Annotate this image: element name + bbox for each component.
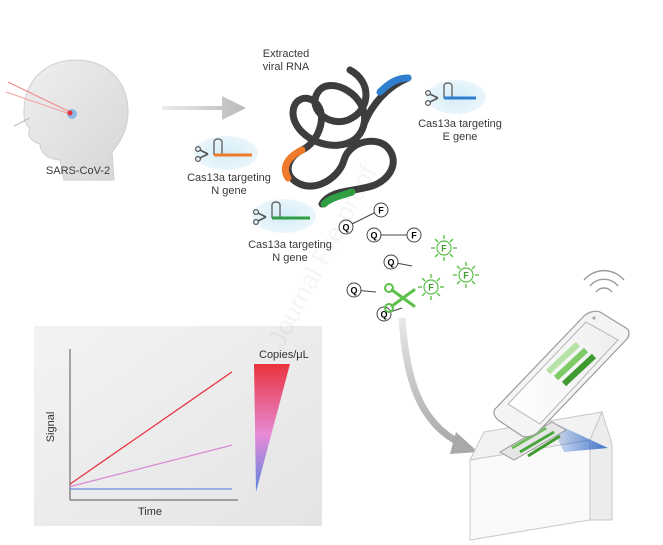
chart-background — [34, 326, 322, 526]
quencher-label: Q — [370, 231, 377, 241]
fluorophore-glow — [431, 235, 457, 261]
chart-series-group — [69, 371, 233, 490]
process-arrow-right — [162, 96, 246, 120]
cas13a-n-gene-label-1-line2: N gene — [211, 185, 247, 197]
fluorophore-glow — [453, 262, 479, 288]
cas13a-e-gene-icon — [425, 80, 486, 114]
viral-rna-strand — [281, 66, 412, 208]
fluorophore-label: F — [428, 283, 434, 293]
chart-series-line-2 — [69, 444, 233, 488]
fluorophore-label: F — [378, 206, 384, 216]
quencher-label: Q — [387, 258, 394, 268]
cas13a-e-gene-label-line1: Cas13a targeting — [418, 118, 502, 130]
legend-title: Copies/μL — [259, 349, 309, 361]
extracted-rna-label: Extracted viral RNA — [250, 48, 322, 74]
cas13a-n-gene-label-1: Cas13a targeting N gene — [177, 172, 281, 198]
copies-gradient-legend — [254, 364, 290, 492]
cas13a-e-gene-label: Cas13a targeting E gene — [408, 118, 512, 144]
cas13a-n-gene-label-2-line2: N gene — [272, 252, 308, 264]
quencher-label: Q — [342, 223, 349, 233]
cas13a-e-gene-label-line2: E gene — [442, 131, 478, 143]
cas13a-n-gene-orange-icon — [194, 136, 258, 170]
sars-cov2-label: SARS-CoV-2 — [45, 165, 111, 177]
quencher-label: Q — [380, 310, 387, 320]
process-arrow-down — [398, 317, 478, 454]
signal-time-chart: Copies/μL Time Signal — [34, 326, 322, 526]
extracted-rna-label-line1: Extracted — [262, 48, 310, 60]
reporter-probe-intact: Q F — [338, 202, 389, 235]
wireless-signal-icon — [583, 269, 625, 293]
cas13a-n-gene-green-icon — [252, 199, 316, 233]
cas13a-n-gene-label-2: Cas13a targeting N gene — [238, 239, 342, 265]
reporter-probe-cleaved: Q F — [383, 235, 457, 270]
reporter-probe-cleaved: Q F — [346, 262, 479, 298]
fluorophore-label: F — [463, 271, 469, 281]
quencher-label: Q — [350, 286, 357, 296]
fluorophore-label: F — [441, 244, 447, 254]
x-axis-label: Time — [138, 506, 162, 518]
cas13a-n-gene-label-1-line1: Cas13a targeting — [187, 172, 271, 184]
reporter-probe-intact: Q F — [366, 227, 422, 243]
patient-head-icon — [13, 59, 129, 181]
smartphone-reader — [469, 269, 630, 541]
phone-device — [493, 310, 630, 438]
scissors-icon — [384, 283, 416, 313]
fluorophore-label: F — [411, 231, 417, 241]
chart-series-line-1 — [69, 371, 233, 485]
y-axis-label: Signal — [45, 412, 57, 443]
nasal-swab-icon — [5, 81, 73, 116]
extracted-rna-label-line2: viral RNA — [262, 61, 310, 73]
fluorophore-glow — [418, 274, 444, 300]
reporter-probe-cutting: Q F — [376, 274, 444, 322]
cas13a-n-gene-label-2-line1: Cas13a targeting — [248, 239, 332, 251]
